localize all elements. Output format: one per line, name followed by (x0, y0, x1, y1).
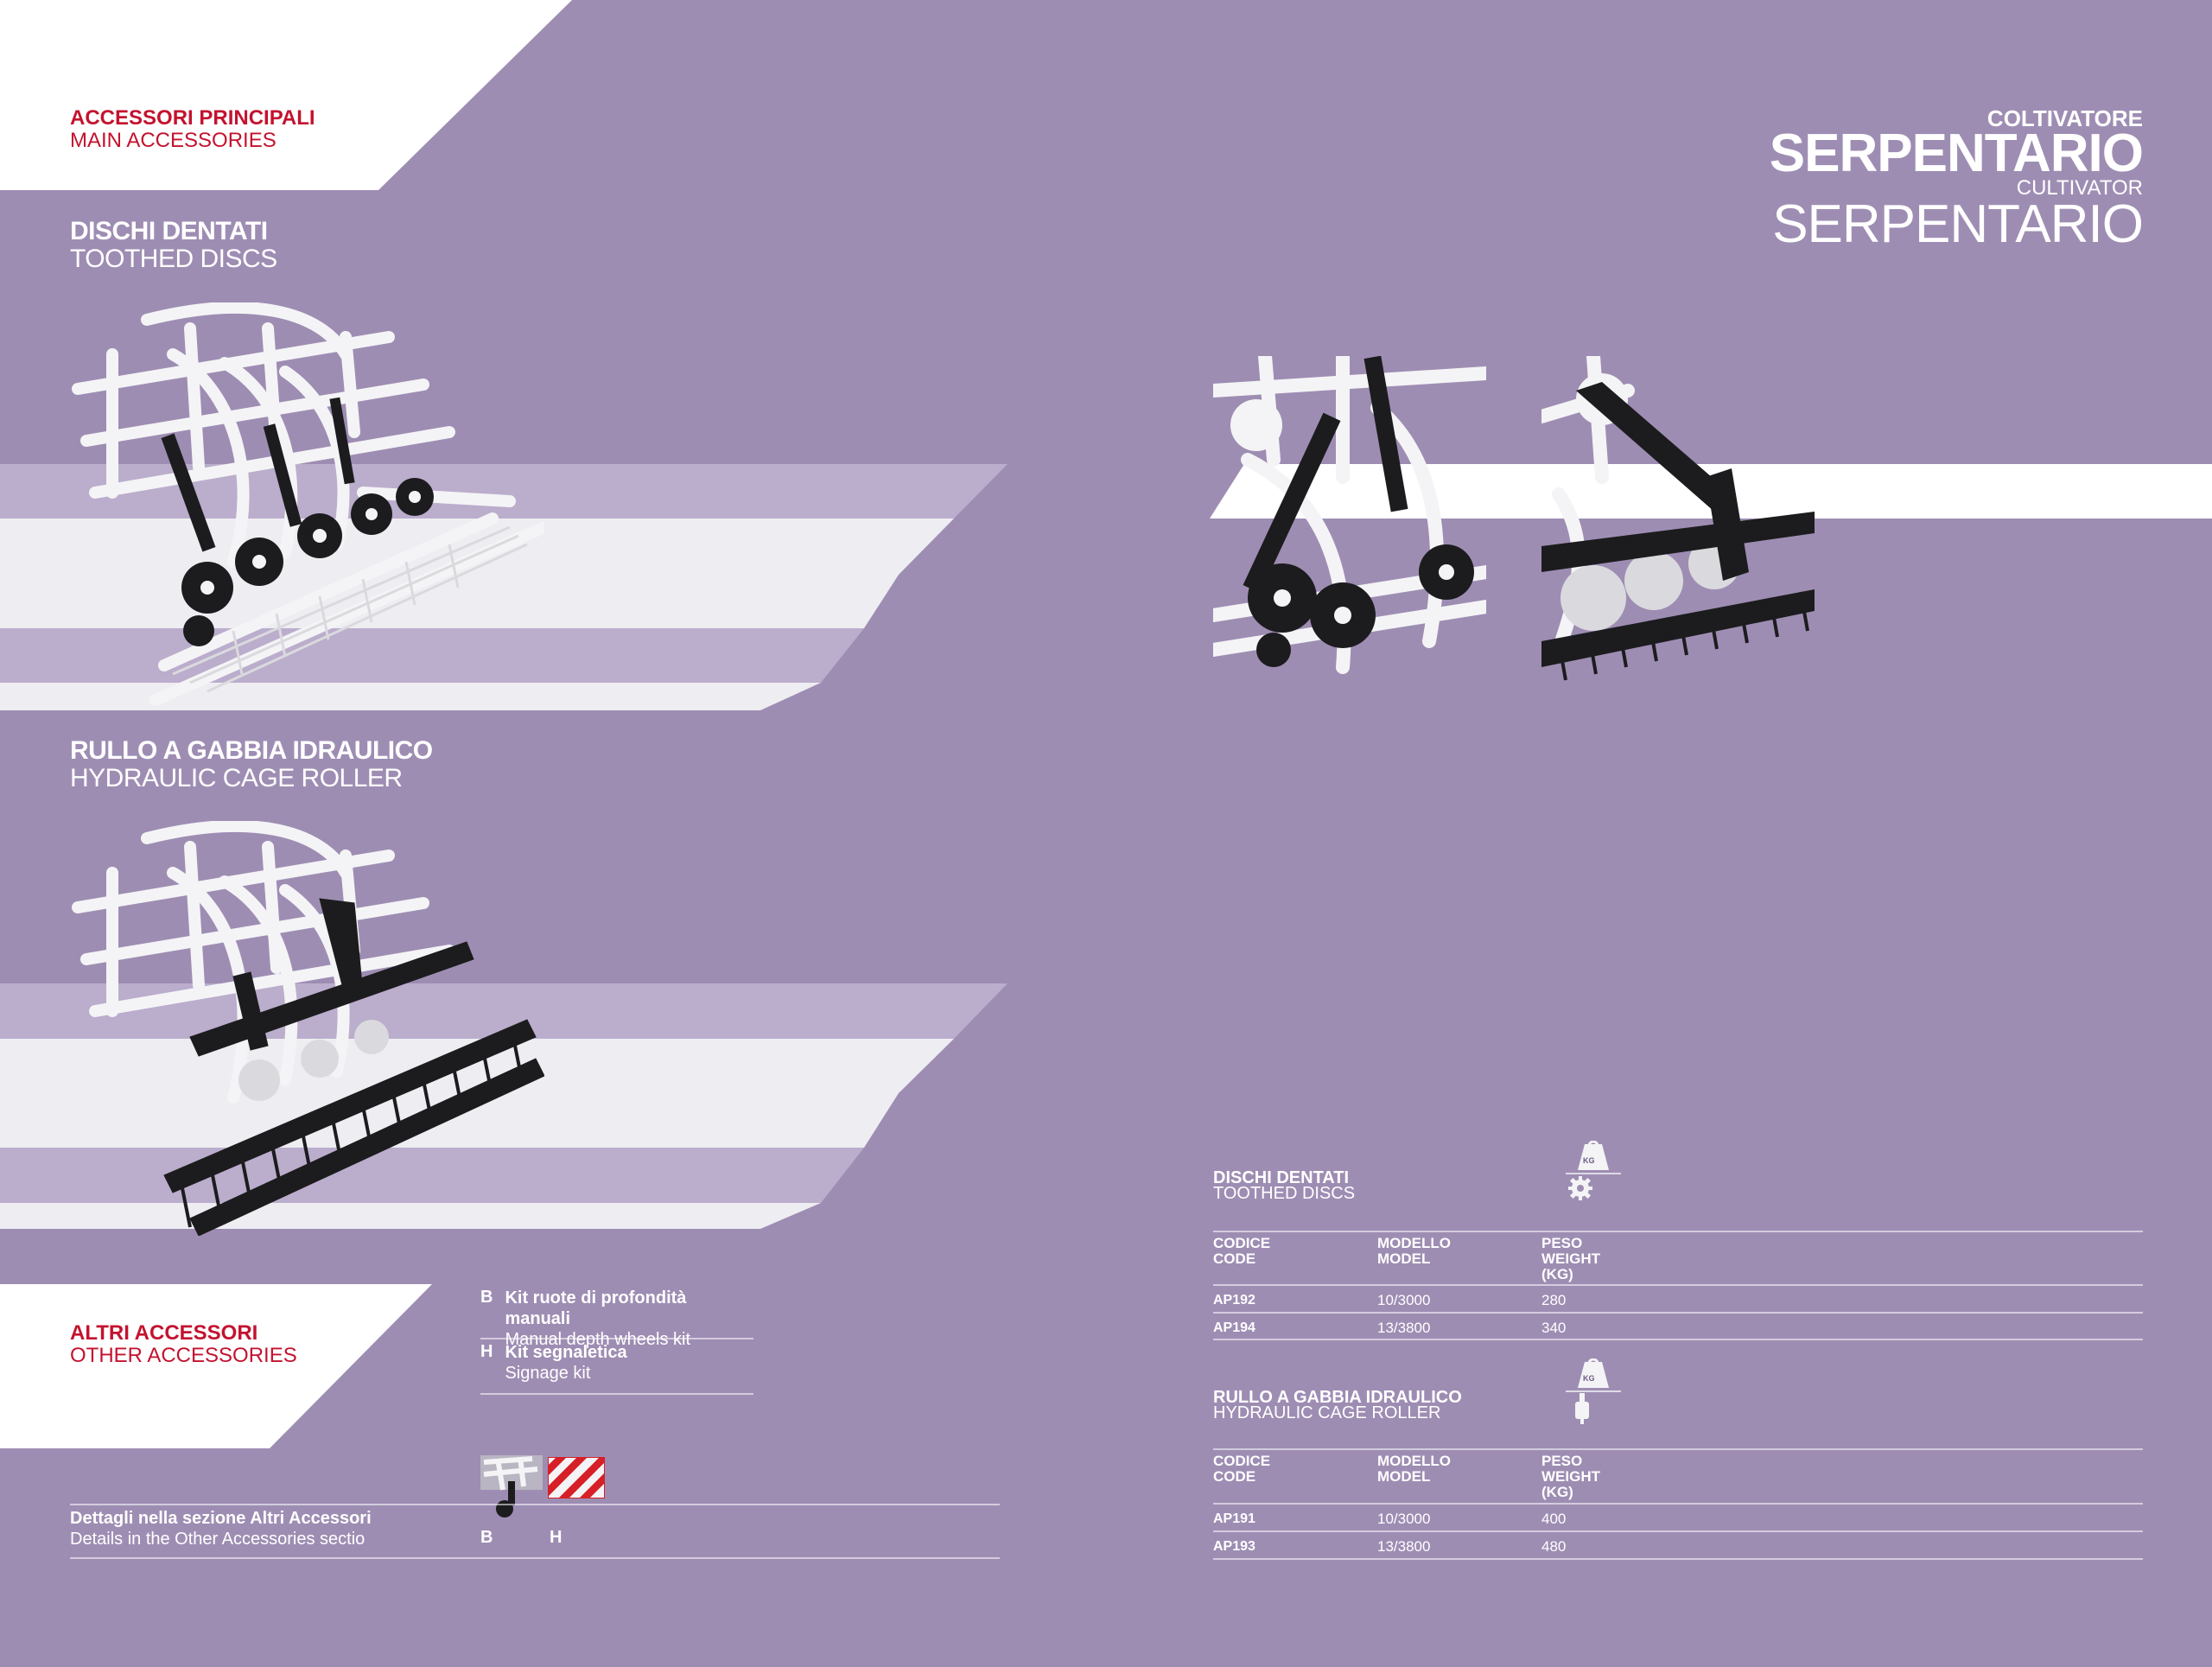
signage-thumbnail (548, 1457, 605, 1498)
weight-icon (1566, 1358, 1621, 1392)
discs-title-en: TOOTHED DISCS (70, 245, 277, 273)
roller-table-rule (1213, 1448, 2143, 1450)
roller-table-title: RULLO A GABBIA IDRAULICO HYDRAULIC CAGE … (1213, 1388, 1462, 1422)
accessory-item-h-label-en: Signage kit (505, 1364, 591, 1383)
row-weight: 340 (1541, 1320, 1567, 1336)
accessory-item-h-letter: H (480, 1342, 493, 1361)
weight-icon-label: KG (1583, 1156, 1595, 1165)
thumbnail-label-h: H (550, 1528, 563, 1547)
discs-table-title-it: DISCHI DENTATI (1213, 1168, 1350, 1187)
table-row: AP193 13/3800 480 (1213, 1539, 2143, 1558)
table-row: AP194 13/3800 340 (1213, 1320, 2143, 1339)
roller-heading: RULLO A GABBIA IDRAULICO HYDRAULIC CAGE … (70, 737, 433, 792)
discs-detail-image (1213, 356, 1486, 674)
row-weight: 280 (1541, 1292, 1567, 1308)
row-code: AP193 (1213, 1539, 1255, 1554)
discs-table-rule (1213, 1231, 2143, 1232)
roller-table-title-en: HYDRAULIC CAGE ROLLER (1213, 1403, 1441, 1422)
details-text-it: Dettagli nella sezione Altri Accessori (70, 1509, 372, 1528)
accessory-item-h-label-it: Kit segnaletica (505, 1343, 627, 1362)
roller-title-it: RULLO A GABBIA IDRAULICO (70, 736, 433, 765)
discs-heading: DISCHI DENTATI TOOTHED DISCS (70, 218, 277, 273)
thumbnail-label-b: B (480, 1528, 493, 1547)
discs-table-rule (1213, 1284, 2143, 1286)
weight-icon (1566, 1141, 1621, 1174)
roller-table-rule (1213, 1503, 2143, 1505)
brand-line1-en: CULTIVATOR (2016, 176, 2143, 200)
discs-table-rule (1213, 1339, 2143, 1340)
cultivator-discs-image (72, 302, 544, 706)
main-accessories-title-en: MAIN ACCESSORIES (70, 129, 276, 152)
row-code: AP192 (1213, 1293, 1255, 1308)
row-code: AP194 (1213, 1320, 1255, 1335)
cultivator-roller-image (72, 821, 544, 1236)
discs-table-title: DISCHI DENTATI TOOTHED DISCS (1213, 1168, 1356, 1203)
row-model: 13/3800 (1377, 1320, 1431, 1336)
other-accessories-details: Dettagli nella sezione Altri Accessori D… (70, 1508, 372, 1549)
row-weight: 400 (1541, 1511, 1567, 1527)
discs-table-title-en: TOOTHED DISCS (1213, 1184, 1356, 1203)
roller-icon (1575, 1393, 1589, 1424)
table-row: AP191 10/3000 400 (1213, 1511, 2143, 1530)
accessory-item-b-label-it: Kit ruote di profondità manuali (505, 1288, 687, 1328)
discs-title-it: DISCHI DENTATI (70, 217, 268, 245)
other-accessories-heading: ALTRI ACCESSORI OTHER ACCESSORIES (70, 1322, 297, 1367)
roller-title-en: HYDRAULIC CAGE ROLLER (70, 764, 403, 792)
details-divider-top (70, 1504, 1000, 1505)
roller-detail-image (1541, 356, 1815, 681)
roller-table-title-it: RULLO A GABBIA IDRAULICO (1213, 1388, 1462, 1407)
accessory-divider (480, 1338, 753, 1339)
accessory-divider (480, 1393, 753, 1395)
details-divider-bottom (70, 1557, 1000, 1559)
row-model: 13/3800 (1377, 1538, 1431, 1555)
brand-title: COLTIVATORE SERPENTARIO CULTIVATOR SERPE… (1769, 105, 2144, 254)
roller-table-rule (1213, 1530, 2143, 1532)
row-weight: 480 (1541, 1538, 1567, 1555)
table-row: AP192 10/3000 280 (1213, 1293, 2143, 1312)
main-accessories-heading: ACCESSORI PRINCIPALI MAIN ACCESSORIES (70, 107, 315, 152)
other-accessories-title-en: OTHER ACCESSORIES (70, 1344, 297, 1367)
weight-icon-label: KG (1583, 1374, 1595, 1383)
depth-wheel-thumbnail (480, 1455, 543, 1517)
roller-table-rule (1213, 1558, 2143, 1560)
brand-line1-it: COLTIVATORE (1986, 105, 2143, 131)
brand-line2-it: SERPENTARIO (1769, 124, 2144, 183)
row-model: 10/3000 (1377, 1292, 1431, 1308)
discs-table-rule (1213, 1312, 2143, 1314)
accessory-item-h: H Kit segnaletica Signage kit (480, 1342, 753, 1384)
brand-line2-en: SERPENTARIO (1772, 194, 2144, 254)
row-model: 10/3000 (1377, 1511, 1431, 1527)
accessory-item-b: B Kit ruote di profondità manuali Manual… (480, 1288, 753, 1350)
gear-icon (1568, 1176, 1592, 1200)
row-code: AP191 (1213, 1511, 1255, 1526)
accessory-item-b-label-en: Manual depth wheels kit (505, 1330, 691, 1349)
other-accessories-title-it: ALTRI ACCESSORI (70, 1321, 258, 1345)
details-text-en: Details in the Other Accessories sectio (70, 1530, 365, 1549)
accessory-item-b-letter: B (480, 1288, 493, 1307)
main-accessories-title-it: ACCESSORI PRINCIPALI (70, 106, 315, 130)
